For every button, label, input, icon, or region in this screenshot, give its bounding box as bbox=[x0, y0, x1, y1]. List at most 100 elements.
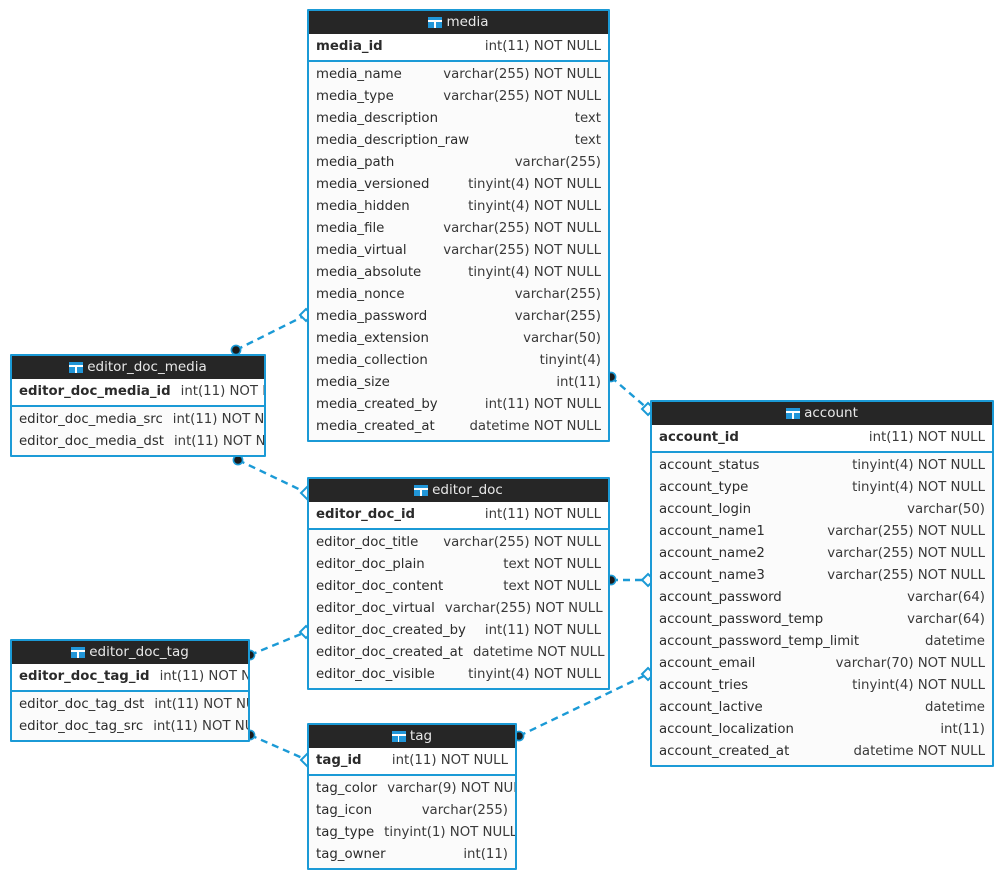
entity-header[interactable]: account bbox=[652, 402, 992, 425]
relationship-editor_doc_media-to-media[interactable] bbox=[230, 307, 314, 356]
field-name: media_id bbox=[316, 39, 383, 54]
field-type: varchar(255) bbox=[514, 309, 601, 324]
field-name: editor_doc_title bbox=[316, 535, 419, 550]
field-type: text bbox=[574, 111, 601, 126]
field-type: tinyint(4) NOT NULL bbox=[468, 265, 601, 280]
relationship-editor_doc_tag-to-editor_doc[interactable] bbox=[244, 624, 314, 661]
relationship-media-to-account[interactable] bbox=[605, 371, 656, 417]
field-name: editor_doc_tag_id bbox=[19, 669, 150, 684]
table-icon bbox=[786, 408, 801, 419]
field-name: account_login bbox=[659, 502, 752, 517]
entity-header[interactable]: editor_doc_tag bbox=[12, 641, 248, 664]
field-type: datetime NOT NULL bbox=[472, 645, 605, 660]
entity-header[interactable]: editor_doc bbox=[309, 479, 608, 502]
field-name: media_name bbox=[316, 67, 402, 82]
field-type: varchar(255) NOT NULL bbox=[443, 535, 601, 550]
field-row[interactable]: editor_doc_title varchar(255) NOT NULL bbox=[309, 532, 608, 554]
entity-title: editor_doc_tag bbox=[89, 644, 189, 660]
relationship-editor_doc_tag-to-tag[interactable] bbox=[244, 729, 315, 768]
field-type: varchar(255) bbox=[421, 803, 508, 818]
entity-header[interactable]: tag bbox=[309, 725, 515, 748]
field-type: tinyint(4) bbox=[539, 353, 601, 368]
entity-title: editor_doc_media bbox=[87, 359, 207, 375]
field-type: int(11) NOT NULL bbox=[484, 623, 601, 638]
relationship-editor_doc-to-account[interactable] bbox=[605, 572, 656, 588]
field-name: tag_type bbox=[316, 825, 375, 840]
field-type: varchar(255) NOT NULL bbox=[827, 546, 985, 561]
field-name: tag_owner bbox=[316, 847, 386, 862]
entity-header[interactable]: editor_doc_media bbox=[12, 356, 264, 379]
relationship-editor_doc_media-to-editor_doc[interactable] bbox=[232, 454, 315, 501]
field-name: media_hidden bbox=[316, 199, 410, 214]
field-type: varchar(255) bbox=[514, 155, 601, 170]
field-name: account_status bbox=[659, 458, 760, 473]
field-type: varchar(64) bbox=[907, 590, 985, 605]
field-name: media_extension bbox=[316, 331, 429, 346]
field-type: int(11) NOT NULL bbox=[172, 412, 265, 427]
field-name: media_created_at bbox=[316, 419, 435, 434]
field-type: tinyint(4) NOT NULL bbox=[468, 177, 601, 192]
relationship-line bbox=[249, 630, 307, 657]
field-name: account_password_temp bbox=[659, 612, 824, 627]
entity-header[interactable]: media bbox=[309, 11, 608, 34]
